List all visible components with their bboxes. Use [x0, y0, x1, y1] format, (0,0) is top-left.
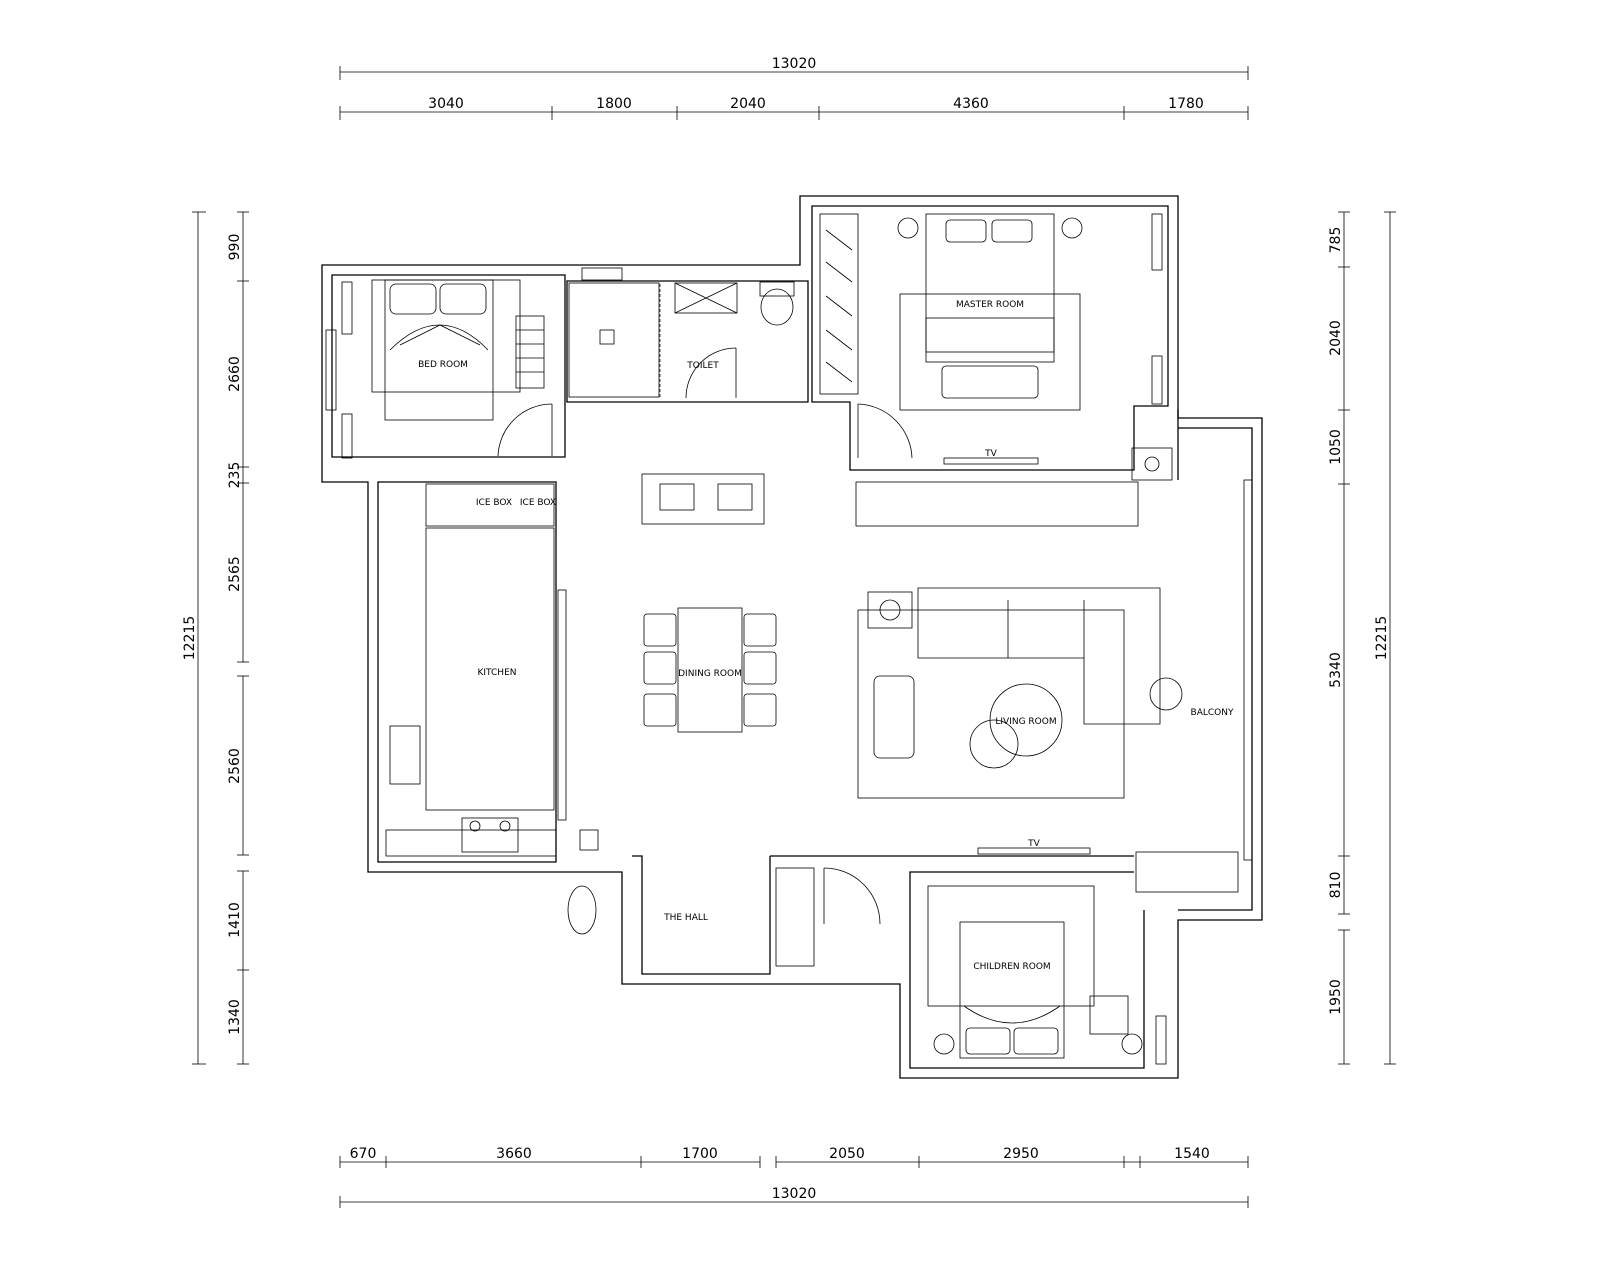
bed-room: BED ROOM [325, 279, 553, 459]
toilet-bowl-icon [760, 288, 794, 326]
children-room: CHILDREN ROOM [927, 885, 1167, 1065]
living-room-label: LIVING ROOM [995, 717, 1056, 727]
living-tv-label: TV [1027, 839, 1040, 849]
toilet-label: TOILET [686, 361, 719, 371]
ottoman [873, 675, 915, 759]
left-segment-4: 2565 [227, 556, 243, 592]
the-hall: THE HALL [567, 829, 881, 967]
left-segment-1: 990 [227, 234, 243, 261]
floor-lamp-icon [879, 599, 901, 621]
master-tv [943, 457, 1039, 465]
bottom-segment-1: 670 [350, 1146, 377, 1162]
desk-chair [1089, 995, 1129, 1035]
accent-stool [1149, 677, 1183, 711]
dining-table [677, 607, 743, 733]
living-tv [977, 847, 1091, 855]
stove-icon [461, 817, 519, 853]
bed-runner [925, 317, 1055, 353]
balcony-window [1243, 479, 1253, 861]
bedroom-radiator [341, 281, 353, 335]
right-segment-6: 1950 [1328, 979, 1344, 1015]
nightstand-lamp-icon [1061, 217, 1083, 239]
balcony-cabinets [1135, 851, 1239, 893]
shower-area [568, 282, 660, 398]
left-segment-2: 2660 [227, 356, 243, 392]
right-total-dimension: 12215 [1374, 616, 1390, 661]
master-rug [899, 293, 1081, 411]
bottom-segment-4: 2050 [829, 1146, 865, 1162]
right-dimension-chain: 785 2040 1050 5340 810 1950 12215 [1328, 211, 1396, 1065]
left-segment-7: 1340 [227, 999, 243, 1035]
right-segment-3: 1050 [1328, 429, 1344, 465]
right-segment-2: 2040 [1328, 320, 1344, 356]
nightstand-lamp-icon [1121, 1033, 1143, 1055]
side-table [867, 591, 913, 629]
right-segment-4: 5340 [1328, 652, 1344, 688]
bottom-segment-2: 3660 [496, 1146, 532, 1162]
top-segment-4: 4360 [953, 96, 989, 112]
bottom-dimension-chain: 670 3660 1700 2050 2950 1540 13020 [339, 1146, 1249, 1208]
left-segment-6: 1410 [227, 902, 243, 938]
top-segment-2: 1800 [596, 96, 632, 112]
nightstand-lamp-icon [933, 1033, 955, 1055]
ice-box-label-2: ICE BOX [520, 498, 556, 508]
children-room-label: CHILDREN ROOM [973, 962, 1050, 972]
right-segment-1: 785 [1328, 227, 1344, 254]
bottom-segment-5: 2950 [1003, 1146, 1039, 1162]
top-dimension-chain: 13020 3040 1800 2040 4360 1780 [339, 56, 1249, 120]
kitchen-counter [425, 527, 555, 811]
left-dimension-chain: 12215 990 2660 235 2565 2560 1410 1340 [182, 211, 249, 1065]
hall-shoe-cabinet [775, 867, 815, 967]
left-total-dimension: 12215 [182, 616, 198, 661]
bottom-segment-6: 1540 [1174, 1146, 1210, 1162]
ice-box-label-1: ICE BOX [476, 498, 512, 508]
living-rug [857, 609, 1125, 799]
master-bench [941, 365, 1039, 399]
top-segment-1: 3040 [428, 96, 464, 112]
master-tv-label: TV [984, 449, 997, 459]
bedroom-stairs [515, 315, 545, 389]
toilet-area: TOILET [568, 267, 795, 399]
the-hall-label: THE HALL [663, 913, 708, 923]
top-total-dimension: 13020 [772, 56, 817, 72]
right-segment-5: 810 [1328, 872, 1344, 899]
sectional-sofa [917, 587, 1161, 725]
coffee-table-small [969, 719, 1019, 769]
balcony: BALCONY [1135, 479, 1253, 893]
master-wardrobe [819, 213, 859, 395]
dining-room-label: DINING ROOM [678, 669, 742, 679]
bedroom-door-swing [497, 403, 553, 457]
bed-room-label: BED ROOM [418, 360, 468, 370]
floor-drain-icon [599, 329, 615, 345]
dining-room: DINING ROOM [641, 473, 777, 733]
kitchen-label: KITCHEN [478, 668, 517, 678]
top-segment-3: 2040 [730, 96, 766, 112]
left-segment-5: 2560 [227, 748, 243, 784]
master-room-label: MASTER ROOM [956, 300, 1024, 310]
kitchen: ICE BOX ICE BOX KITCHEN [385, 483, 567, 857]
bottom-total-dimension: 13020 [772, 1186, 817, 1202]
top-segment-5: 1780 [1168, 96, 1204, 112]
master-bed [925, 213, 1055, 363]
master-room: TV MASTER ROOM [819, 213, 1163, 465]
balcony-label: BALCONY [1191, 708, 1234, 718]
children-bed [959, 921, 1065, 1059]
island-counter [641, 473, 765, 525]
fridge-cabinets [425, 483, 555, 527]
left-segment-3: 235 [227, 462, 243, 489]
balcony-sink [1131, 447, 1173, 481]
bottom-segment-3: 1700 [682, 1146, 718, 1162]
person-figure-icon [567, 885, 597, 935]
walls [321, 195, 1263, 1079]
living-room: TV LIVING ROOM [857, 587, 1183, 855]
vanity-cabinet [674, 282, 738, 314]
nightstand-lamp-icon [897, 217, 919, 239]
master-cabinet-row [855, 447, 1173, 527]
kitchen-sink-icon [389, 725, 421, 785]
bedroom-window [325, 329, 337, 411]
